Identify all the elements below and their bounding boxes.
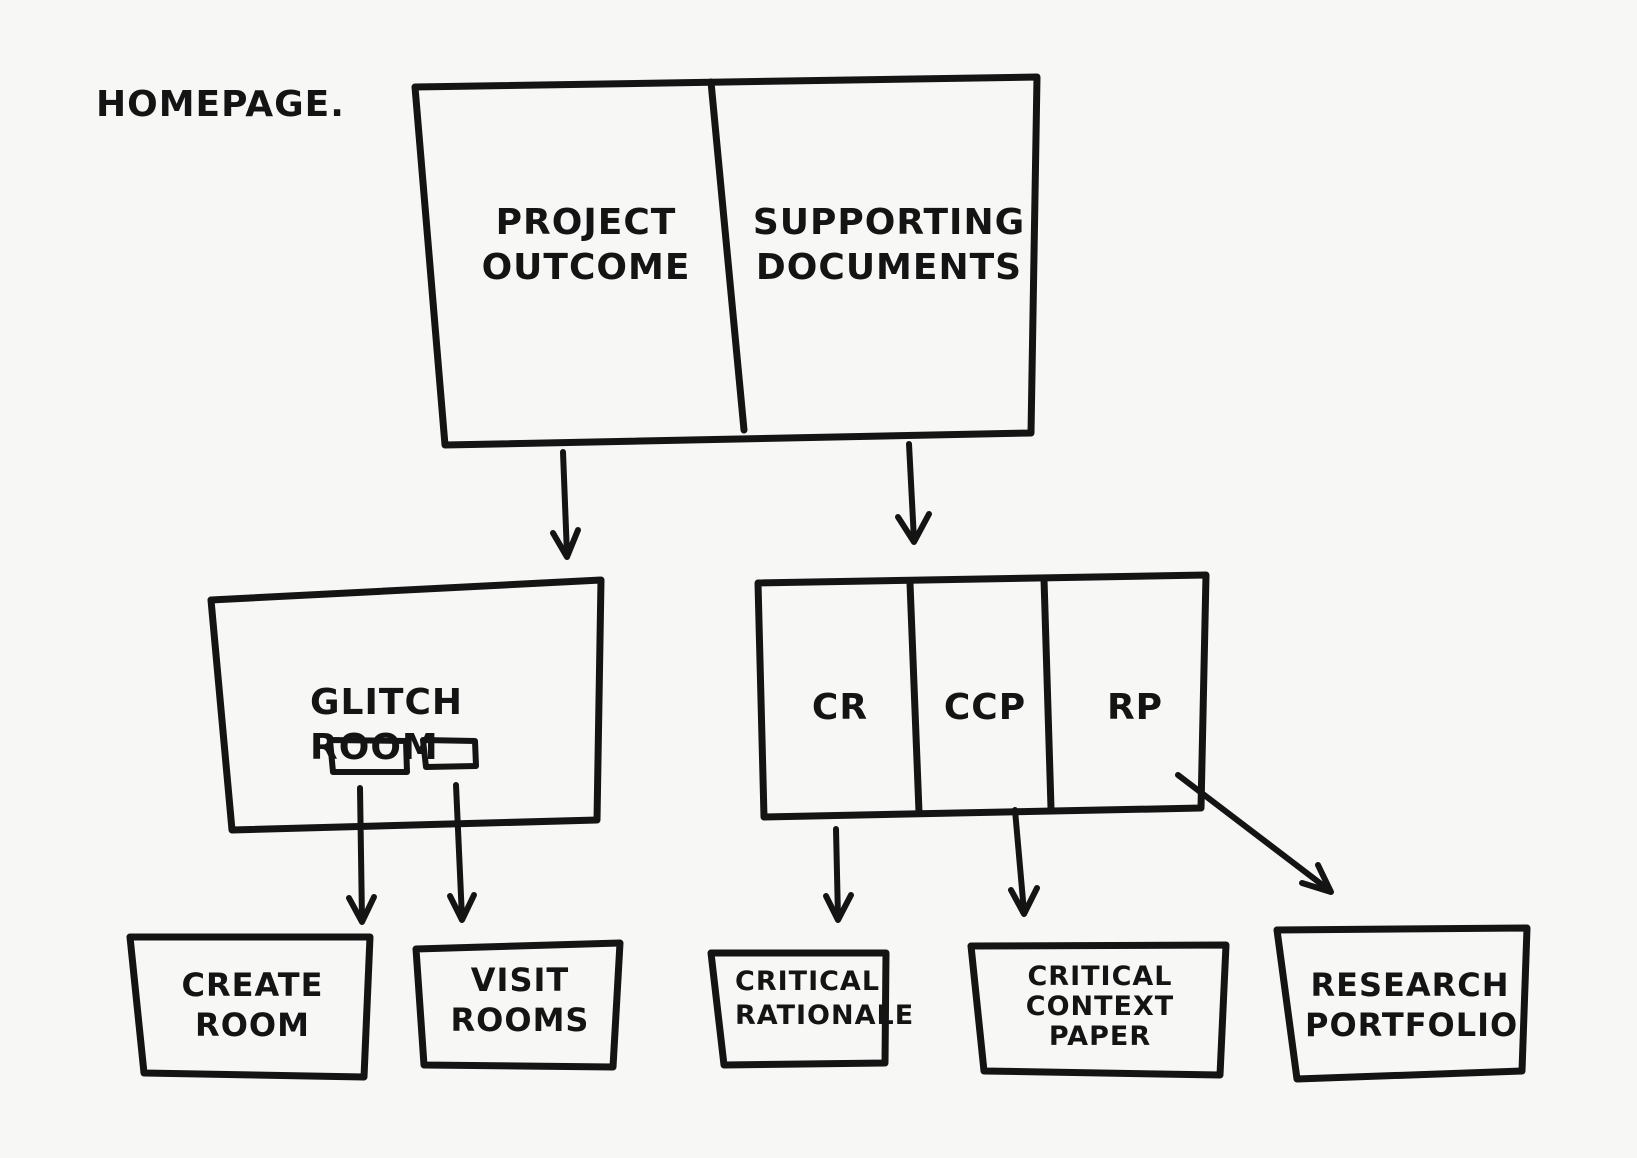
glitch-room-button-create [327, 737, 410, 775]
documents-box [754, 571, 1210, 821]
supporting-documents-label: SUPPORTING DOCUMENTS [752, 202, 1026, 288]
documents-divider-2 [1040, 575, 1055, 812]
homepage-box [411, 73, 1041, 449]
arrow-visit-button-to-visit-rooms [447, 782, 477, 923]
rp-label: RP [1106, 687, 1164, 728]
visit-rooms-label: VISIT ROOMS [450, 961, 590, 1039]
critical-context-paper-box [967, 941, 1230, 1079]
arrow-create-button-to-create-room [346, 785, 377, 925]
arrow-cr-to-critical-rationale [823, 826, 854, 923]
research-portfolio-label: RESEARCH PORTFOLIO [1305, 966, 1519, 1044]
critical-context-paper-label: CRITICAL CONTEXT PAPER [1025, 961, 1175, 1053]
project-outcome-label: PROJECT OUTCOME [481, 202, 691, 288]
cr-label: CR [811, 687, 869, 728]
create-room-label: CREATE ROOM [181, 966, 324, 1044]
ccp-label: CCP [943, 687, 1027, 728]
arrow-ccp-to-critical-context-paper [1008, 807, 1040, 917]
documents-divider-1 [906, 579, 923, 816]
homepage-divider [707, 78, 748, 434]
arrow-rp-to-research-portfolio [1175, 772, 1334, 895]
arrow-project-outcome-to-glitch-room [550, 449, 581, 560]
research-portfolio-box [1273, 924, 1531, 1083]
glitch-room-button-visit [420, 737, 479, 770]
critical-rationale-box [707, 949, 890, 1069]
glitch-room-box [207, 576, 605, 834]
visit-rooms-box [412, 939, 624, 1071]
arrow-supporting-documents-to-docs [895, 441, 932, 545]
page-heading: HOMEPAGE. [96, 84, 345, 125]
critical-rationale-label: CRITICAL RATIONALE [735, 966, 915, 1031]
create-room-box [126, 933, 374, 1081]
glitch-room-label: GLITCH ROOM [310, 682, 463, 768]
